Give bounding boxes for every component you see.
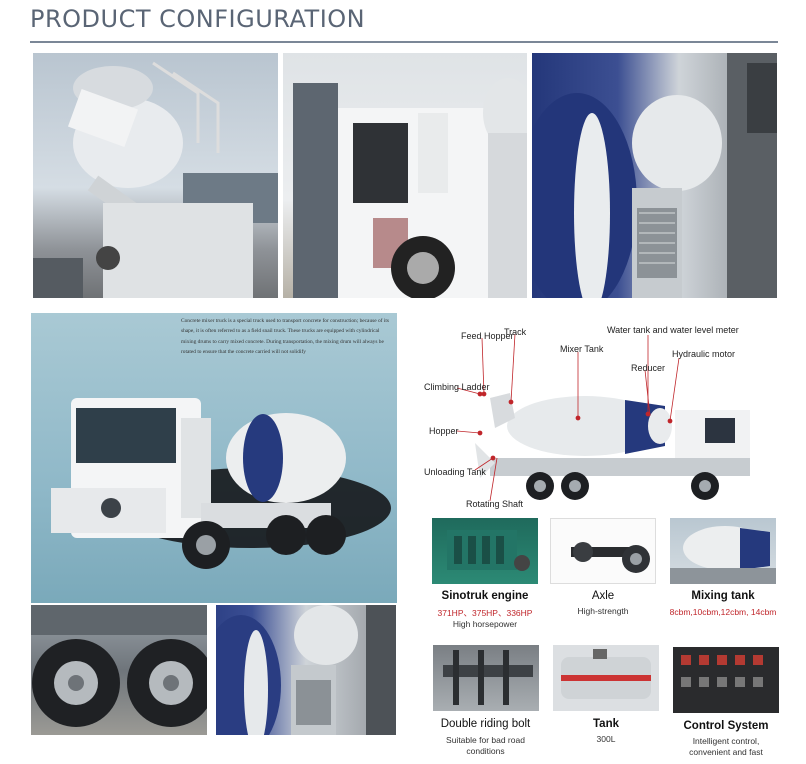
feature-red-text: 371HP、375HP、336HP [437,608,533,618]
feature-card-engine: Sinotruk engine 371HP、375HP、336HP High h… [432,518,538,633]
label-hopper: Hopper [429,426,459,436]
riding-bolt-image [433,645,539,711]
feature-title: Tank [593,718,619,730]
photo-mixer-rear [33,53,278,298]
truck-illustration [51,398,391,569]
label-rotating-shaft: Rotating Shaft [466,499,524,509]
label-mixer-tank: Mixer Tank [560,344,604,354]
feature-title: Control System [683,720,769,732]
feature-title: Axle [591,590,615,602]
axle-image [550,518,656,584]
label-track: Track [504,327,527,337]
engine-image [432,518,538,584]
drum-closeup-illustration [532,53,777,298]
label-feed-hopper: Feed Hopper [461,331,514,341]
title-divider [30,41,778,43]
control-panel-image [673,647,779,713]
label-water-tank: Water tank and water level meter [607,325,739,335]
feature-card-tank: Tank 300L [553,645,661,745]
truck-description: Concrete mixer truck is a special truck … [181,318,389,355]
mixer-rear-illustration [33,61,278,298]
photo-drum-closeup [532,53,777,298]
feature-card-control-system: Control System Intelligent control, conv… [672,645,780,757]
feature-card-mixing-tank: Mixing tank 8cbm,10cbm,12cbm, 14cbm [668,518,778,633]
mixer-parts-diagram: Feed Hopper Track Water tank and water l… [420,318,770,510]
wheels-illustration [31,605,207,727]
mixing-tank-image [670,518,776,584]
mixer-diagram-illustration [456,333,750,502]
label-reducer: Reducer [631,363,666,373]
photo-cab-side [283,53,527,298]
feature-sub: High-strength [577,606,629,616]
feature-title: Sinotruk engine [441,590,529,602]
label-unloading-tank: Unloading Tank [424,467,486,477]
feature-sub: Intelligent control, convenient and fast [689,736,763,757]
feature-title: Mixing tank [691,590,755,602]
photo-truck-with-description: Concrete mixer truck is a special truck … [31,313,397,603]
feature-card-riding-bolt: Double riding bolt Suitable for bad road… [428,645,543,757]
feature-sub: High horsepower [452,619,518,629]
feature-sub: Suitable for bad road conditions [446,735,525,757]
page-title: PRODUCT CONFIGURATION [30,5,366,33]
cab-side-illustration [293,78,527,298]
photo-drum-detail [216,605,396,735]
label-climbing-ladder: Climbing Ladder [424,382,490,392]
feature-sub: 300L [596,734,616,744]
fuel-tank-image [553,645,659,711]
photo-wheels [31,605,207,735]
drum-detail-illustration [216,605,396,735]
feature-title: Double riding bolt [440,718,531,730]
feature-card-axle: Axle High-strength [550,518,658,623]
label-hydraulic-motor: Hydraulic motor [672,349,736,359]
feature-red-text: 8cbm,10cbm,12cbm, 14cbm [669,607,777,617]
